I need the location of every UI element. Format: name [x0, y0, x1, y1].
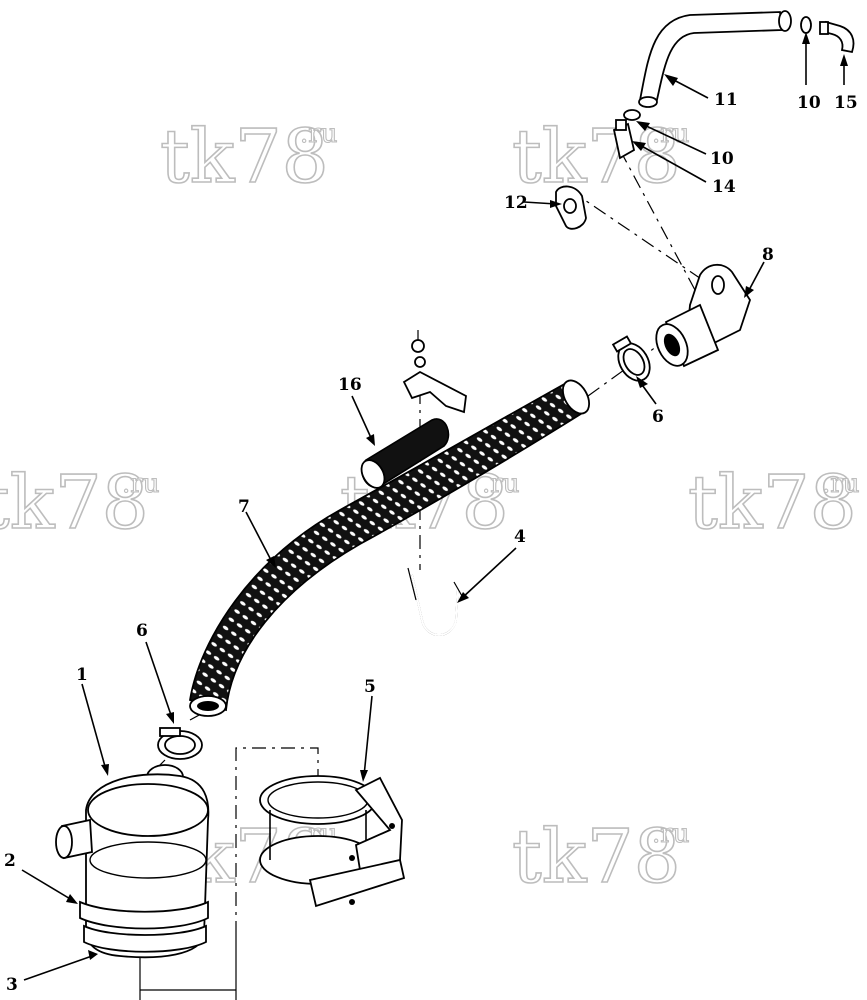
callout-3: 3 — [6, 975, 18, 995]
outlet-elbow-part-8 — [655, 263, 751, 368]
callout-12: 12 — [504, 193, 528, 213]
sleeve-part-16 — [360, 418, 450, 489]
callout-10-top: 10 — [797, 93, 821, 113]
elbow-fitting-part-15 — [819, 20, 855, 54]
fitting-part-14 — [612, 119, 636, 160]
watermark-text: tk78 — [688, 460, 857, 546]
callout-4: 4 — [514, 527, 526, 547]
watermark-text: tk78 — [512, 814, 681, 900]
watermark-suffix: .ru — [482, 469, 519, 499]
callout-labels: 11 10 15 10 14 12 8 6 16 7 4 6 1 5 2 3 — [4, 90, 858, 995]
corrugated-hose-part-7 — [188, 379, 591, 717]
callout-14: 14 — [712, 177, 736, 197]
mounting-bracket-part-5 — [259, 775, 406, 908]
callout-11: 11 — [714, 90, 738, 110]
hose-clamp-part-6-upper — [611, 335, 651, 382]
callout-10: 10 — [710, 149, 734, 169]
u-bolt-part-4 — [407, 567, 463, 636]
watermark-suffix: .ru — [122, 469, 159, 499]
callout-16: 16 — [338, 375, 362, 395]
callout-2: 2 — [4, 851, 16, 871]
band-part-3 — [83, 924, 207, 953]
watermark-text: tk78 — [160, 114, 329, 200]
callout-15: 15 — [834, 93, 858, 113]
gasket-part-12 — [555, 185, 587, 230]
watermark-suffix: .ru — [652, 119, 689, 149]
watermark-text: tk78 — [0, 460, 149, 546]
hose-part-11 — [638, 10, 792, 108]
callout-1: 1 — [76, 665, 88, 685]
band-part-2 — [79, 900, 209, 930]
callout-7: 7 — [238, 497, 250, 517]
callout-6-upper: 6 — [652, 407, 664, 427]
callout-6-lower: 6 — [136, 621, 148, 641]
hose-clamp-part-6-lower — [157, 727, 203, 760]
callout-8: 8 — [762, 245, 774, 265]
watermark-text: tk78 — [512, 114, 681, 200]
watermark-suffix: .ru — [822, 469, 859, 499]
callout-5: 5 — [364, 677, 376, 697]
bracket-upper — [402, 330, 467, 414]
watermark-suffix: .ru — [300, 119, 337, 149]
leader-lines — [21, 32, 848, 981]
watermark-suffix: .ru — [652, 819, 689, 849]
